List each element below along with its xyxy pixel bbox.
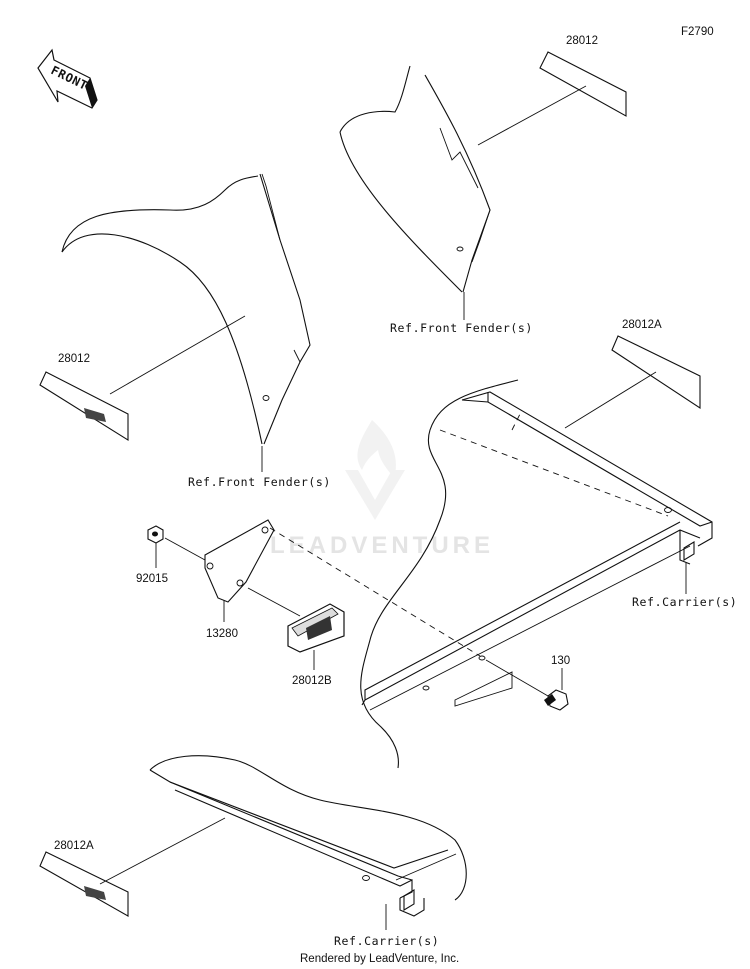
nut-92015-icon: [147, 525, 164, 544]
decal-28012A-upper: [611, 335, 701, 410]
ref-carrier-bottom-label: Ref.Carrier(s): [334, 934, 439, 948]
part-28012-left-label: 28012: [58, 353, 90, 365]
part-28012B-label: 28012B: [292, 675, 332, 687]
carrier-right: [360, 379, 713, 769]
watermark-logo: [345, 420, 405, 520]
part-28012-upper-label: 28012: [566, 35, 598, 47]
bracket-13280: [204, 519, 275, 603]
part-92015-label: 92015: [136, 573, 168, 585]
bolt-130-icon: [544, 689, 569, 711]
watermark-text: LEADVENTURE: [270, 532, 494, 559]
ref-front-fender-lower-label: Ref.Front Fender(s): [188, 475, 331, 489]
part-13280-label: 13280: [206, 628, 238, 640]
decal-28012-upper: [539, 51, 627, 117]
front-fender-upper: [339, 65, 491, 320]
footer-credit: Rendered by LeadVenture, Inc.: [300, 953, 459, 965]
diagram-code: F2790: [681, 26, 714, 38]
kawasaki-decal-pattern-icon: [84, 408, 106, 422]
ref-front-fender-upper-label: Ref.Front Fender(s): [390, 321, 533, 335]
part-130-label: 130: [551, 655, 570, 667]
kawasaki-decal-pattern-lower-icon: [84, 886, 106, 900]
decal-28012A-lower: [39, 851, 129, 917]
part-28012A-lower-label: 28012A: [54, 840, 94, 852]
carrier-bottom: [149, 755, 467, 930]
ref-carrier-right-label: Ref.Carrier(s): [632, 595, 737, 609]
front-fender-left: [61, 173, 311, 472]
reflector-28012B: [287, 603, 345, 653]
front-arrow-icon: FRONT: [37, 48, 98, 109]
decal-28012-left: [39, 371, 129, 441]
part-28012A-upper-label: 28012A: [622, 319, 662, 331]
